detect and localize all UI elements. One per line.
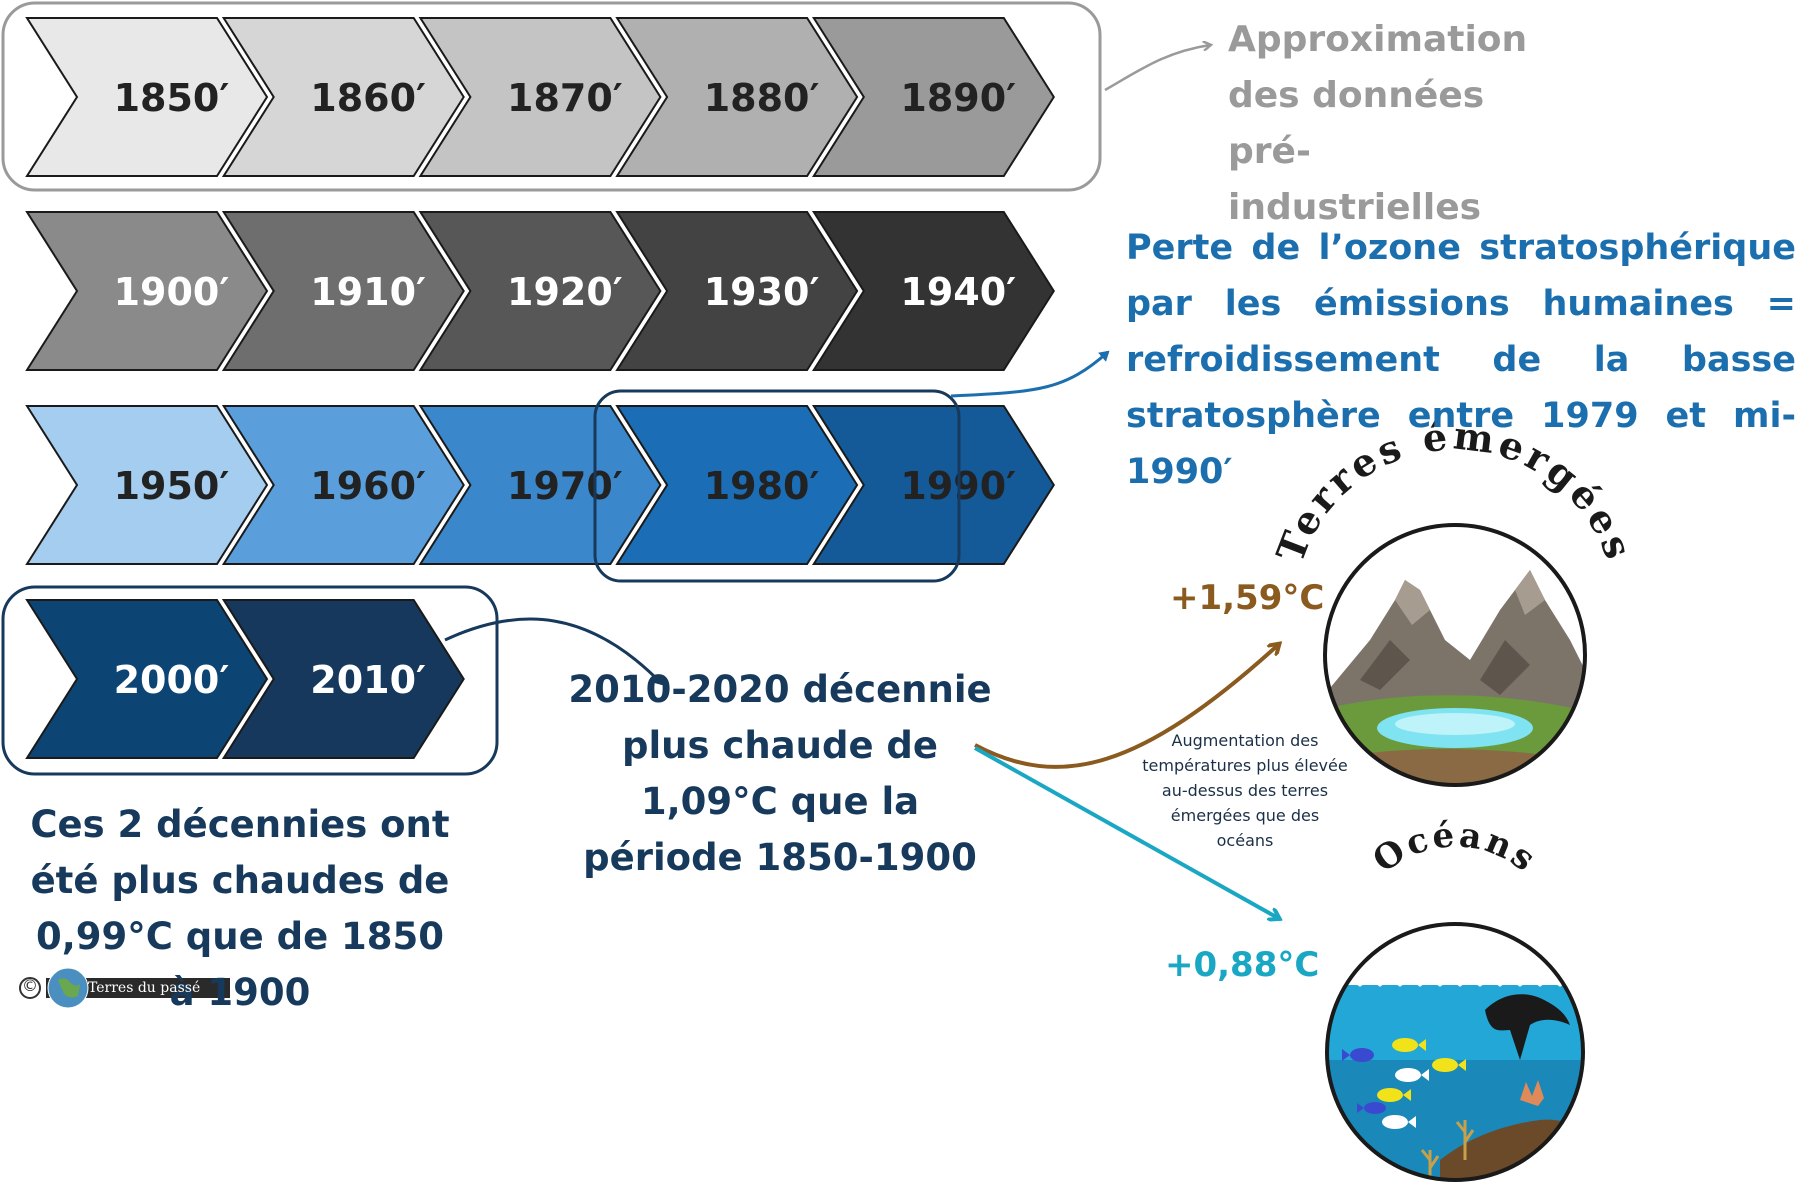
decade-chevron <box>811 405 1055 565</box>
decade-chevron <box>811 211 1055 371</box>
decade-label: 1900′ <box>114 270 230 314</box>
land-arrow <box>974 645 1278 769</box>
decade-chevron <box>25 599 269 759</box>
copyright-symbol: © <box>22 976 38 995</box>
decade-label: 1930′ <box>704 270 820 314</box>
decade-chevron <box>418 17 662 177</box>
ocean-arrow <box>974 746 1278 918</box>
two-decades-note: Ces 2 décennies ont été plus chaudes de … <box>30 803 450 1014</box>
decade-chevron <box>221 405 465 565</box>
approx-arrow <box>1104 45 1210 92</box>
ocean-title: Océans <box>1366 815 1545 881</box>
pre-industrial-frame <box>1 1 1102 192</box>
credit-badge <box>19 967 230 1009</box>
ozone-note: Perte de l’ozone stratosphérique par les… <box>1126 228 1796 492</box>
decade-chevron <box>418 211 662 371</box>
ocean-temperature-value: +0,88°C <box>1165 945 1320 985</box>
decade-label: 1970′ <box>507 464 623 508</box>
decade-chevron <box>418 405 662 565</box>
decade-label: 1920′ <box>507 270 623 314</box>
decade-label: 1980′ <box>704 464 820 508</box>
decade-label: 1960′ <box>310 464 426 508</box>
recent-decades-frame <box>1 585 499 776</box>
decade-chevron <box>25 17 269 177</box>
decade-label: 2000′ <box>114 658 230 702</box>
decade-label: 1880′ <box>704 76 820 120</box>
land-temperature-value: +1,59°C <box>1170 578 1325 618</box>
decade-chevron <box>615 405 859 565</box>
decade-label: 1870′ <box>507 76 623 120</box>
decade-chevron <box>221 17 465 177</box>
decade-chevron <box>811 17 1055 177</box>
approx-note: Approximation des données pré-industriel… <box>1228 19 1528 228</box>
decade-chevron <box>221 211 465 371</box>
decade-2010-note: 2010-2020 décennie plus chaude de 1,09°C… <box>568 668 992 879</box>
decade-chevron <box>615 17 859 177</box>
mountain-illustration <box>1323 523 1587 787</box>
decade-chevrons: 1850′ 1860′ 1870′ 1880′ 1890′ 1900′ 1910′ 1920′… <box>25 17 1055 759</box>
ocean-illustration <box>1325 922 1585 1182</box>
decade-label: 1940′ <box>900 270 1016 314</box>
ozone-period-frame <box>593 389 961 583</box>
decade-chevron <box>25 211 269 371</box>
decade-label: 1950′ <box>114 464 230 508</box>
decade-chevron <box>615 211 859 371</box>
credit-text: Terres du passé <box>88 980 201 996</box>
temperature-increase-note: Augmentation des températures plus élevé… <box>1142 731 1348 850</box>
decade-label: 1910′ <box>310 270 426 314</box>
ozone-arrow <box>950 350 1110 398</box>
decade-label: 2010′ <box>310 658 426 702</box>
decade-chevron <box>221 599 465 759</box>
decade-label: 1850′ <box>114 76 230 120</box>
decade-chevron <box>25 405 269 565</box>
decade-label: 1860′ <box>310 76 426 120</box>
decade-label: 1890′ <box>900 76 1016 120</box>
decade-2010-arrow <box>444 617 664 686</box>
